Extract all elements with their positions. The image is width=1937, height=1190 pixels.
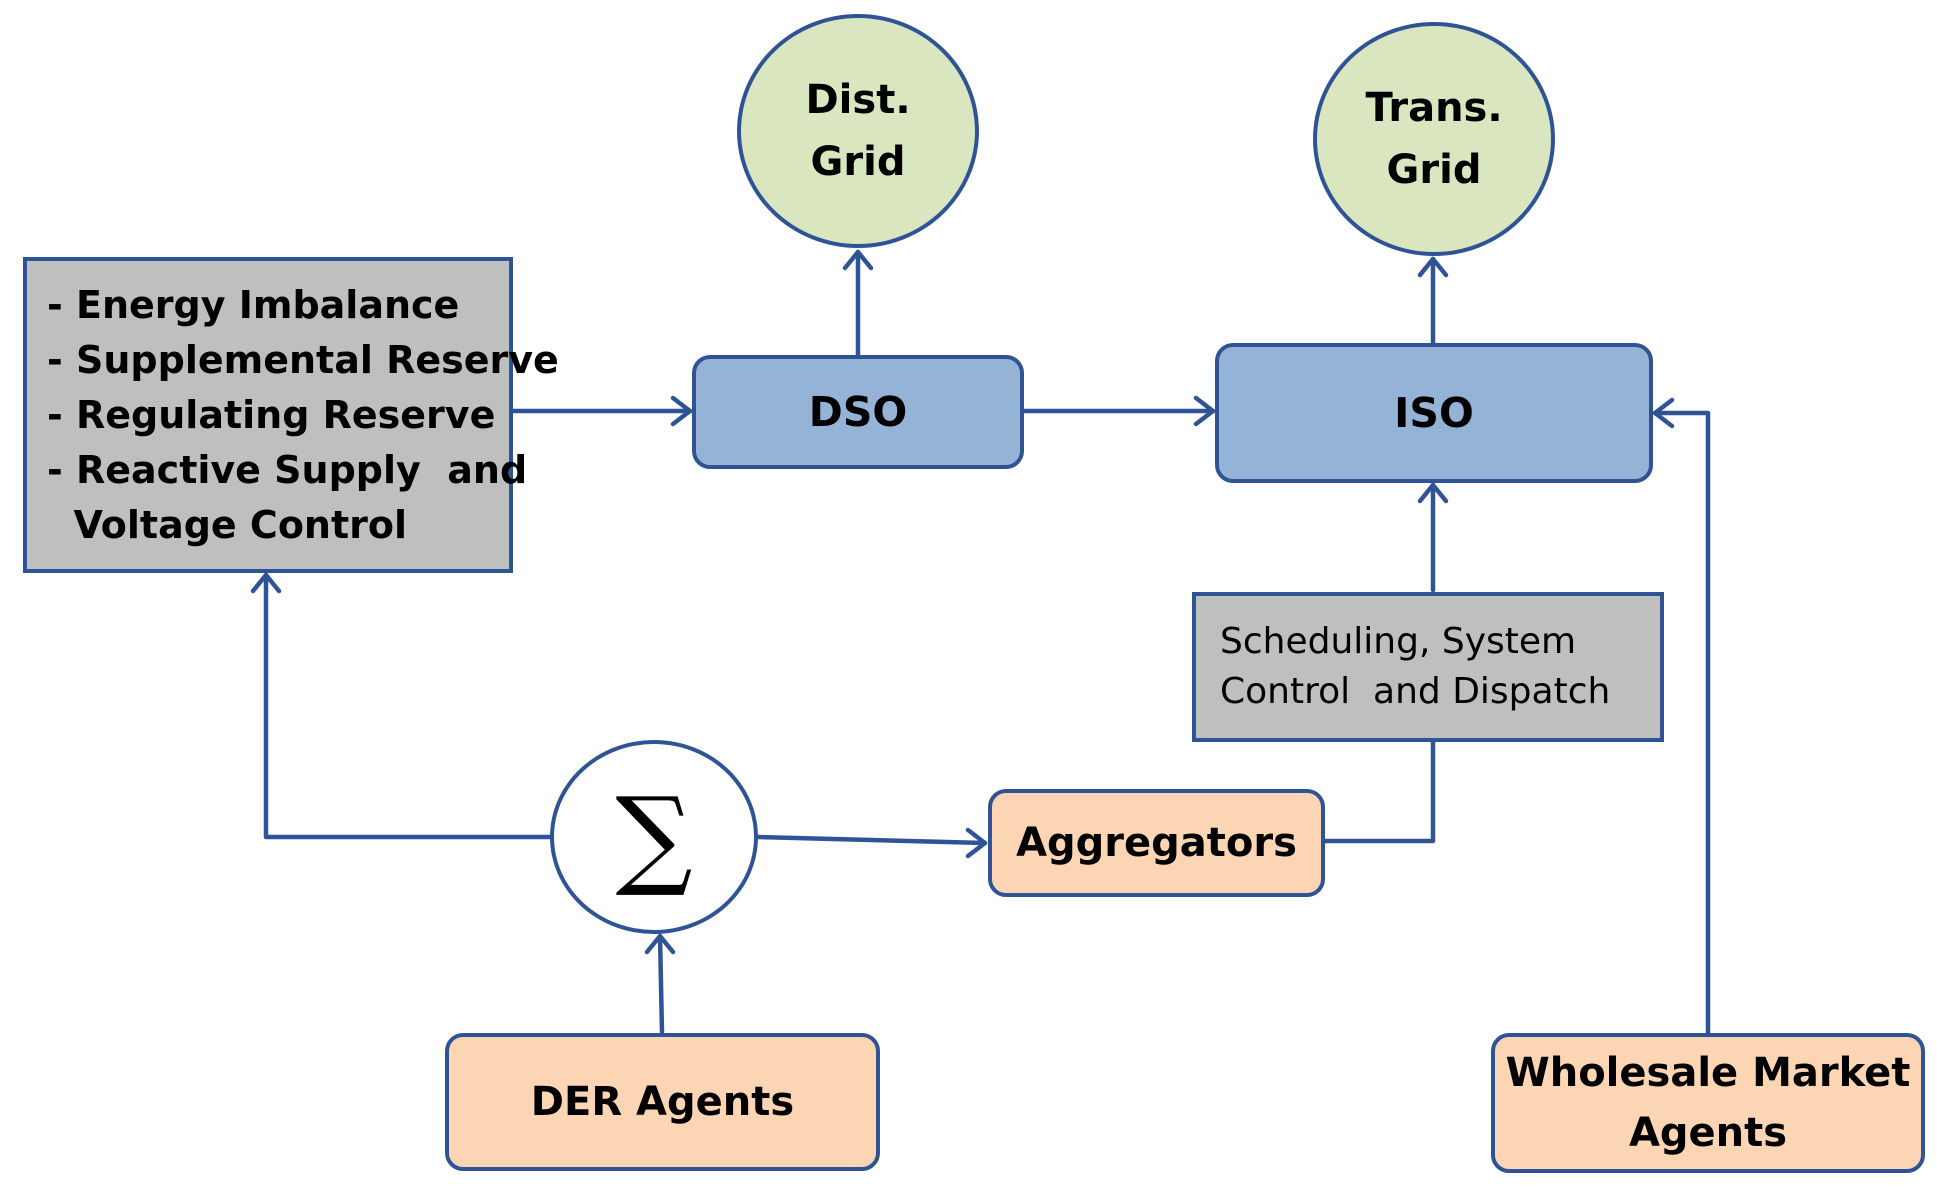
summation-node: ∑ xyxy=(550,740,758,934)
service-energy-imbalance: - Energy Imbalance xyxy=(47,282,460,327)
arrowhead-aggregators-left xyxy=(965,827,988,859)
aggregators-label: Aggregators xyxy=(1016,820,1297,866)
der-agents-label: DER Agents xyxy=(530,1079,795,1125)
arrowhead-iso-bottom xyxy=(1417,482,1449,504)
service-voltage-control: Voltage Control xyxy=(47,502,408,547)
dso-node: DSO xyxy=(692,355,1024,469)
arrowhead-dso-left xyxy=(670,395,693,427)
wholesale-label-line2: Agents xyxy=(1628,1110,1788,1156)
arrowhead-iso-right xyxy=(1652,397,1675,429)
service-regulating-reserve: - Regulating Reserve xyxy=(47,392,496,437)
wholesale-market-agents-node: Wholesale Market Agents xyxy=(1491,1033,1925,1173)
arrow-der-to-sum xyxy=(657,933,665,1035)
trans-grid-label-line1: Trans. xyxy=(1365,85,1503,131)
scheduling-label-line2: Control and Dispatch xyxy=(1220,671,1611,712)
arrowhead-iso-left xyxy=(1193,395,1216,427)
scheduling-box: Scheduling, System Control and Dispatch xyxy=(1192,592,1664,742)
aggregators-node: Aggregators xyxy=(988,789,1325,897)
iso-node: ISO xyxy=(1215,343,1653,483)
arrowhead-services-bottom xyxy=(250,572,282,594)
ancillary-services-box: - Energy Imbalance - Supplemental Reserv… xyxy=(23,257,559,573)
line-aggregators-to-scheduling xyxy=(1321,738,1436,844)
trans-grid-node: Trans. Grid xyxy=(1313,22,1555,256)
arrow-sum-to-aggregators xyxy=(754,834,988,846)
der-agents-node: DER Agents xyxy=(445,1033,880,1171)
arrowhead-trans-grid xyxy=(1417,256,1449,278)
service-supplemental-reserve: - Supplemental Reserve xyxy=(47,337,559,382)
arrowhead-dist-grid xyxy=(842,249,874,271)
service-reactive-supply: - Reactive Supply and xyxy=(47,447,528,492)
arrowhead-sum-bottom xyxy=(644,933,676,955)
arrow-wholesale-to-iso xyxy=(1652,410,1711,1036)
dso-label: DSO xyxy=(808,388,908,436)
scheduling-label-line1: Scheduling, System xyxy=(1220,621,1577,662)
dist-grid-label-line1: Dist. xyxy=(805,77,911,123)
dist-grid-node: Dist. Grid xyxy=(737,14,979,248)
summation-symbol: ∑ xyxy=(615,774,693,900)
arrow-sum-to-services xyxy=(263,572,553,840)
trans-grid-label-line2: Grid xyxy=(1386,147,1482,193)
wholesale-label-line1: Wholesale Market xyxy=(1505,1050,1911,1096)
iso-label: ISO xyxy=(1394,389,1474,437)
dist-grid-label-line2: Grid xyxy=(810,139,906,185)
